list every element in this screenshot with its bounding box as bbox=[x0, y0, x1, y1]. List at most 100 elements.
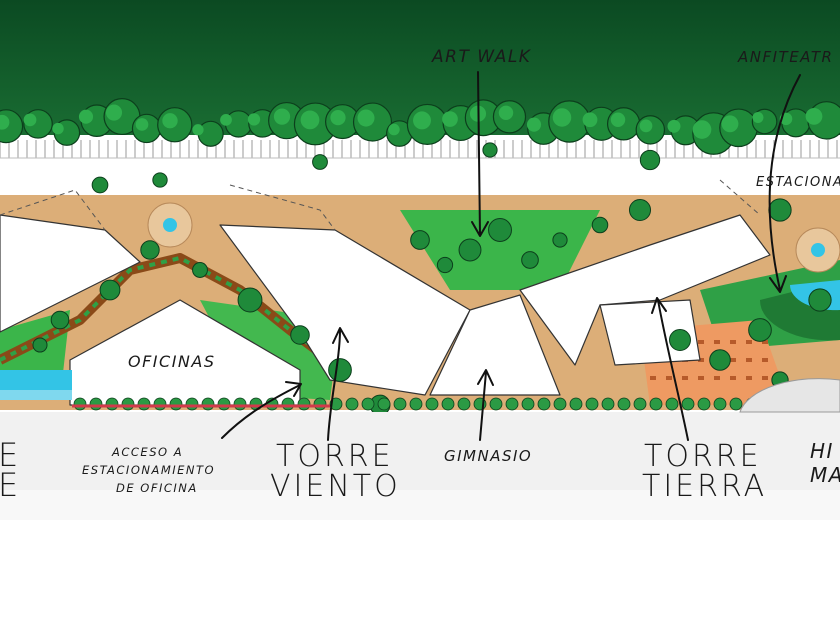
building-torre-tierra bbox=[519, 214, 771, 366]
hedge-shrub bbox=[601, 397, 615, 411]
plaza-bench bbox=[762, 376, 768, 380]
landscape-tree bbox=[488, 218, 512, 242]
landscape-tree bbox=[709, 349, 731, 371]
plaza-bench bbox=[746, 340, 752, 344]
roundabout bbox=[739, 378, 840, 413]
canopy-tree-highlight bbox=[582, 112, 598, 128]
landscape-tree bbox=[50, 310, 70, 330]
label-anfiteatro: ANFITEATR bbox=[737, 48, 833, 66]
landscape-tree bbox=[482, 142, 498, 158]
hedge-shrub bbox=[521, 397, 535, 411]
landscape-tree bbox=[768, 198, 792, 222]
label-acceso-3: DE OFICINA bbox=[116, 481, 198, 495]
hedge-shrub bbox=[89, 397, 103, 411]
landscape-tree bbox=[628, 198, 652, 222]
canopy-tree-highlight bbox=[300, 110, 320, 130]
plaza-bench bbox=[730, 358, 736, 362]
building-gimnasio bbox=[429, 294, 561, 396]
plaza-bench bbox=[698, 376, 704, 380]
hedge-shrub bbox=[441, 397, 455, 411]
canopy-tree-highlight bbox=[192, 124, 204, 136]
label-right-partial-1: HI bbox=[810, 439, 834, 463]
label-torre-tierra-2: TIERRA bbox=[642, 469, 767, 504]
hedge-shrub bbox=[505, 397, 519, 411]
landscape-tree bbox=[312, 154, 328, 170]
hedge-shrub bbox=[457, 397, 471, 411]
label-torre-viento-1: TORRE bbox=[276, 439, 394, 474]
hedge-shrub bbox=[281, 397, 295, 411]
canopy-tree-highlight bbox=[639, 119, 653, 133]
landscape-tree bbox=[748, 318, 772, 342]
canopy-tree-highlight bbox=[752, 111, 764, 123]
canopy-tree-highlight bbox=[78, 109, 94, 124]
label-right-partial-2: MA bbox=[810, 463, 840, 487]
landscape-tree bbox=[140, 240, 160, 260]
canopy-tree-highlight bbox=[413, 111, 431, 130]
canopy-tree-highlight bbox=[805, 107, 823, 125]
annotation-arrows bbox=[221, 71, 801, 441]
hedge-shrub bbox=[537, 397, 551, 411]
label-torre-viento-2: VIENTO bbox=[270, 469, 401, 504]
pergola-lattice bbox=[0, 255, 332, 362]
label-acceso-2: ESTACIONAMIENTO bbox=[82, 463, 215, 477]
arrow-torre-tierra bbox=[651, 297, 689, 441]
label-estacionamiento: ESTACIONAM bbox=[756, 175, 840, 190]
landscape-tree bbox=[290, 325, 310, 345]
canopy-tree-highlight bbox=[247, 113, 261, 126]
landscape-tree bbox=[152, 172, 168, 188]
street-fade bbox=[0, 490, 840, 520]
landscape-tree bbox=[808, 288, 832, 312]
landscape-tree bbox=[669, 329, 691, 351]
hedge-shrub bbox=[633, 397, 647, 411]
canopy-tree-highlight bbox=[498, 105, 514, 121]
canopy-tree-highlight bbox=[667, 119, 681, 133]
tree-canopy-row bbox=[0, 98, 840, 155]
label-art-walk: ART WALK bbox=[431, 47, 532, 67]
hedge-shrub bbox=[377, 397, 391, 411]
pool-deck bbox=[0, 390, 72, 400]
hedge-shrub bbox=[137, 397, 151, 411]
canopy-tree-highlight bbox=[52, 122, 64, 135]
hedge-shrub bbox=[73, 397, 87, 411]
canopy-tree-highlight bbox=[273, 108, 291, 125]
hedge-shrub bbox=[553, 397, 567, 411]
landscape-tree bbox=[237, 287, 263, 313]
landscape-tree bbox=[99, 279, 121, 301]
hedge-shrub bbox=[297, 397, 311, 411]
pool bbox=[0, 370, 72, 390]
plaza-bench bbox=[730, 340, 736, 344]
arrow-acceso bbox=[221, 381, 302, 439]
hedge-shrub bbox=[617, 397, 631, 411]
hedge-shrub bbox=[569, 397, 583, 411]
label-torre-tierra-1: TORRE bbox=[644, 439, 762, 474]
plaza-bench bbox=[762, 340, 768, 344]
canopy-tree-highlight bbox=[105, 104, 123, 121]
hedge-shrub bbox=[121, 397, 135, 411]
canopy-tree-highlight bbox=[442, 111, 458, 127]
plaza-bench bbox=[650, 376, 656, 380]
landscape-tree bbox=[436, 256, 454, 274]
plaza-bench bbox=[746, 376, 752, 380]
canopy-tree-highlight bbox=[692, 120, 712, 139]
hedge-shrub bbox=[409, 397, 423, 411]
canopy-tree-highlight bbox=[0, 114, 10, 130]
landscape-tree bbox=[32, 337, 48, 353]
landscape-tree bbox=[328, 358, 352, 382]
label-left-partial-1: E bbox=[0, 436, 21, 474]
hedge-shrub bbox=[697, 397, 711, 411]
hedge-shrub bbox=[665, 397, 679, 411]
landscape-tree bbox=[410, 230, 430, 250]
canopy-tree-highlight bbox=[23, 113, 37, 127]
label-left-partial-2: E bbox=[0, 466, 21, 504]
hedge-shrub bbox=[105, 397, 119, 411]
plaza-bench bbox=[746, 358, 752, 362]
label-gimnasio: GIMNASIO bbox=[444, 447, 532, 465]
hedge-shrub bbox=[713, 397, 727, 411]
hedge-shrub bbox=[361, 397, 375, 411]
label-acceso-1: ACCESO A bbox=[111, 445, 183, 459]
hedge-shrub bbox=[233, 397, 247, 411]
arrow-gimnasio bbox=[477, 369, 494, 441]
canopy-tree bbox=[197, 120, 224, 147]
canopy-tree-highlight bbox=[721, 115, 739, 133]
